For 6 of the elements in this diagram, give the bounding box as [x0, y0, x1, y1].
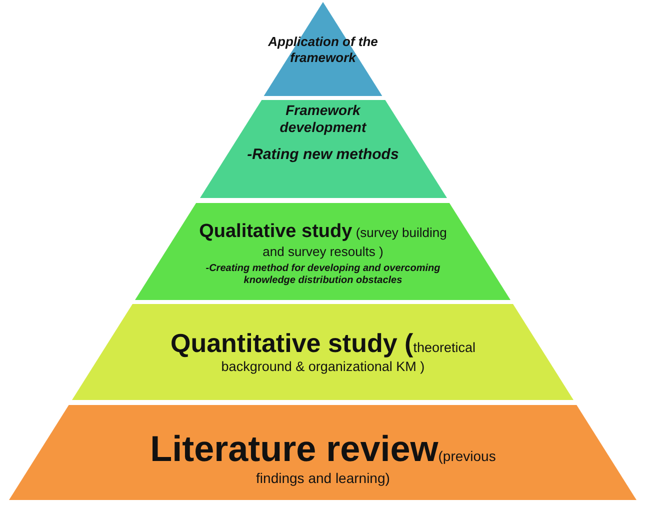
layer-title: Literature review(previous findings and learning)	[149, 427, 497, 487]
layer-title: Qualitative study (survey building and survey resoults )	[198, 221, 448, 260]
layer-title: Quantitative study (theoretical background & organizational KM )	[169, 328, 476, 376]
layer-note: -Rating new methods	[246, 146, 400, 164]
layer-note: -Creating method for developing and overcoming knowledge distribution obstacles	[204, 263, 442, 287]
layer-title: Framework development	[278, 102, 368, 136]
